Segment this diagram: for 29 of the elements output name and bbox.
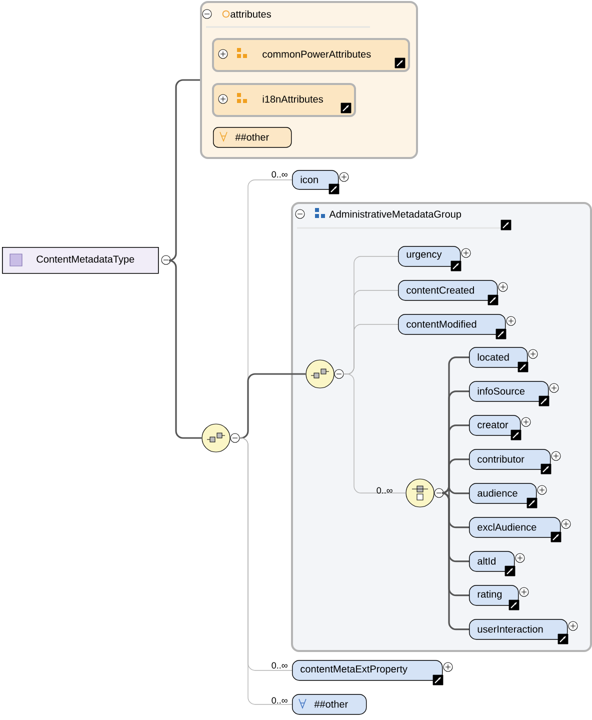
connector-line [343, 374, 406, 494]
element-box: exclAudience [469, 517, 561, 538]
multiplicity-label: 0..∞ [272, 171, 288, 178]
connector-line [168, 260, 202, 439]
element-box: infoSource [469, 381, 549, 402]
element-box: icon [292, 170, 339, 190]
element-box: rating [469, 585, 519, 606]
connector-line [441, 458, 469, 494]
element-box: userInteraction [469, 619, 568, 640]
element-box: contentModified [398, 314, 506, 335]
connector-line [441, 492, 469, 630]
element-box: creator [469, 415, 521, 436]
element-box: urgency [398, 246, 461, 267]
attribute-group-box: i18nAttributes [212, 83, 356, 117]
element-box: contentCreated [398, 280, 498, 301]
element-box: contributor [469, 449, 551, 470]
element-box: audience [469, 483, 537, 504]
type-box: ContentMetadataType [2, 247, 159, 274]
connector-line [168, 79, 200, 262]
wildcard-box: ##other [292, 694, 367, 715]
element-box: altId [469, 551, 515, 572]
multiplicity-label: 0..∞ [272, 662, 288, 669]
connector-line [240, 373, 306, 439]
wildcard-box: ##other [213, 127, 292, 148]
attribute-group-box: commonPowerAttributes [212, 38, 410, 72]
multiplicity-label: 0..∞ [272, 697, 288, 704]
multiplicity-label: 0..∞ [376, 487, 392, 494]
element-box: located [469, 347, 528, 368]
element-box: contentMetaExtProperty [292, 660, 443, 681]
